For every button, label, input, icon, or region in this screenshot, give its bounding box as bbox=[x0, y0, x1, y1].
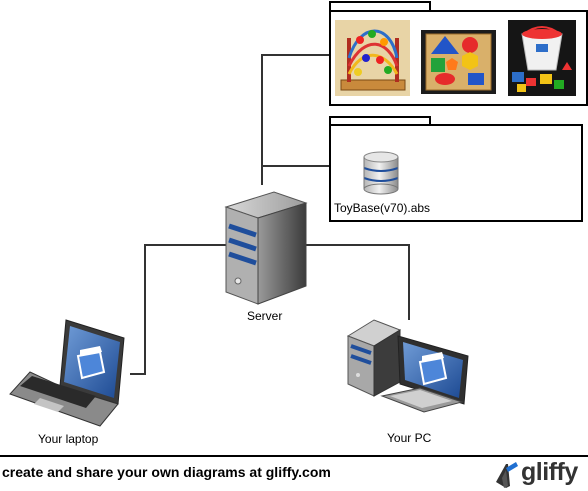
gliffy-logo-text: gliffy bbox=[521, 458, 578, 486]
network-diagram bbox=[9, 1, 588, 427]
laptop-label: Your laptop bbox=[38, 432, 99, 446]
connector-lines bbox=[130, 54, 410, 375]
pc-label: Your PC bbox=[387, 431, 432, 445]
database-icon bbox=[363, 151, 399, 195]
gliffy-logo-icon bbox=[496, 462, 518, 488]
database-label: ToyBase(v70).abs bbox=[334, 201, 431, 215]
server-label: Server bbox=[247, 309, 283, 323]
bead-maze-toy-image bbox=[335, 20, 410, 96]
app-icon bbox=[418, 352, 448, 386]
app-icon bbox=[76, 346, 106, 380]
laptop-icon bbox=[9, 319, 125, 427]
block-bucket-toy-image bbox=[508, 20, 576, 96]
server-icon bbox=[224, 191, 308, 305]
pc-icon bbox=[346, 319, 469, 413]
shape-sorter-puzzle-image bbox=[421, 30, 496, 94]
gliffy-footer: create and share your own diagrams at gl… bbox=[0, 455, 588, 491]
footer-link-text[interactable]: create and share your own diagrams at gl… bbox=[2, 464, 331, 480]
gliffy-logo[interactable]: gliffy bbox=[494, 458, 584, 490]
